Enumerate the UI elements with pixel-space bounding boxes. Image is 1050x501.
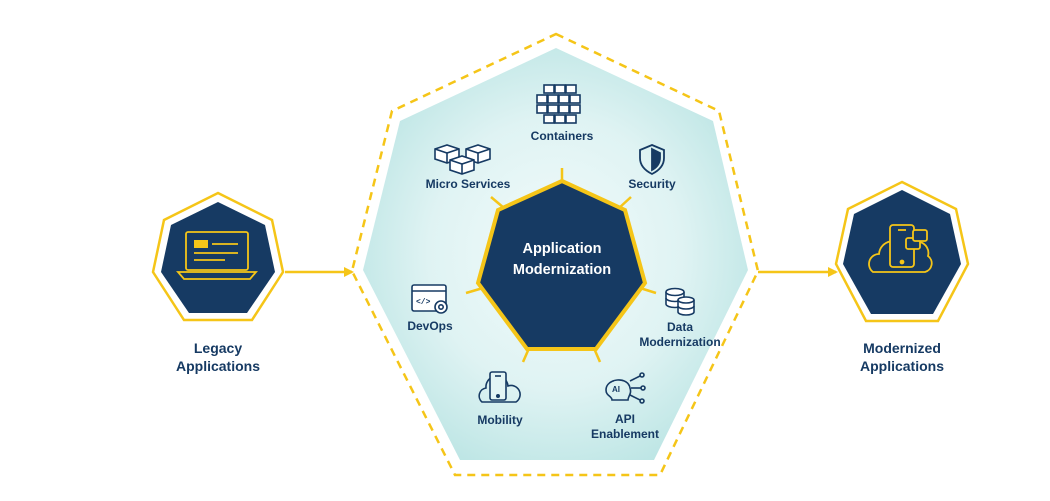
- svg-text:</>: </>: [416, 298, 431, 307]
- mobility-icon: [478, 371, 521, 403]
- outer-dashed-boundary: [350, 32, 760, 477]
- node-label-containers: Containers: [530, 129, 594, 143]
- node-label-data-modernization: Data Modernization: [639, 320, 721, 349]
- code-settings-icon: </>: [411, 284, 448, 314]
- center-title: Application Modernization: [512, 241, 612, 279]
- mobile-cloud-icon: [868, 224, 933, 273]
- cubes-icon: [434, 144, 491, 175]
- svg-text:AI: AI: [612, 385, 620, 394]
- node-label-micro-services: Micro Services: [425, 177, 511, 191]
- modernized-applications-label: Modernized Applications: [859, 340, 944, 374]
- center-hexagon: [475, 178, 648, 351]
- legacy-applications-label: Legacy Applications: [175, 340, 260, 374]
- node-label-mobility: Mobility: [477, 413, 523, 427]
- node-label-api-enablement: API Enablement: [590, 412, 659, 441]
- database-icon: [665, 287, 695, 316]
- legacy-hexagon-inner: [161, 202, 275, 313]
- shield-icon: [639, 144, 665, 176]
- node-label-devops: DevOps: [407, 319, 453, 333]
- ai-chip-icon: AI: [605, 372, 646, 404]
- containers-icon: [536, 84, 581, 124]
- laptop-icon: [176, 231, 258, 280]
- node-label-security: Security: [628, 177, 676, 191]
